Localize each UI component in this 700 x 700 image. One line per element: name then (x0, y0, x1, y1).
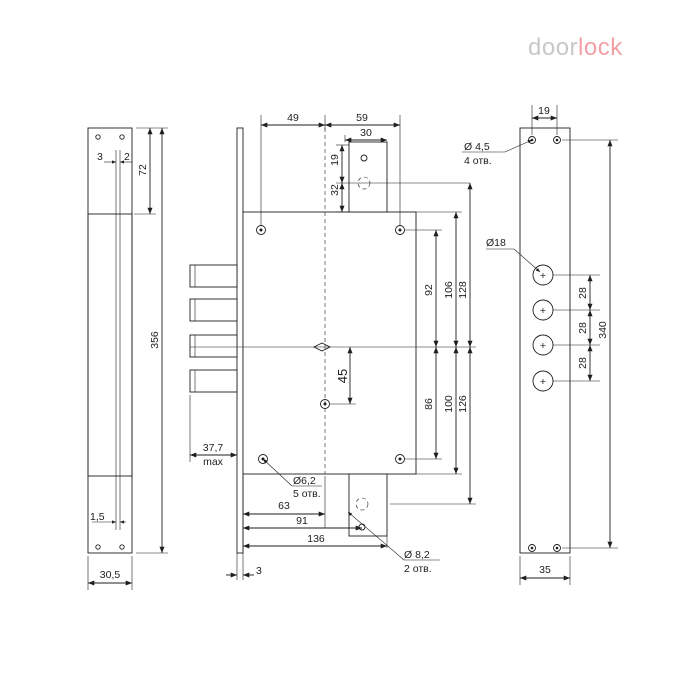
svg-text:+: + (540, 340, 546, 352)
striker-dim-28-a: 28 (577, 287, 589, 299)
hole-8-2-count: 2 отв. (404, 563, 432, 575)
dim-3-bottom: 3 (256, 565, 262, 577)
dim-106: 106 (443, 281, 455, 299)
dim-91: 91 (296, 515, 308, 527)
left-screw-hole (119, 134, 125, 140)
striker-dim-19: 19 (538, 105, 550, 117)
dim-126: 126 (457, 395, 469, 413)
bolt-4 (189, 369, 238, 393)
bolt-2 (189, 298, 238, 322)
logo-part-door: door (528, 34, 579, 61)
striker-dim-28-c: 28 (577, 357, 589, 369)
svg-text:+: + (540, 270, 546, 282)
striker-hole-4-5: Ø 4,5 (464, 141, 490, 153)
dim-2-top: 2 (124, 151, 130, 163)
dim-86: 86 (423, 398, 435, 410)
striker-hole-4-5-count: 4 отв. (464, 155, 492, 167)
dim-1-5: 1,5 (90, 511, 105, 523)
dim-30-5: 30,5 (100, 569, 121, 581)
dim-45: 45 (335, 369, 350, 383)
bolt-1 (189, 264, 238, 288)
right-striker-plate-view: + + + + 19 Ø 4,5 4 отв. Ø18 28 28 28 340 (462, 105, 618, 585)
dim-63: 63 (278, 500, 290, 512)
dim-3-top: 3 (97, 151, 103, 163)
svg-text:+: + (540, 376, 546, 388)
bolt-3 (189, 334, 238, 358)
logo-part-lock: lock (578, 34, 623, 61)
center-lock-body-view: 49 59 30 19 32 92 86 106 100 128 126 45 (189, 112, 476, 580)
lock-case (242, 211, 417, 475)
dim-30: 30 (360, 127, 372, 139)
svg-text:+: + (540, 305, 546, 317)
dim-32: 32 (329, 184, 341, 196)
dim-19-top: 19 (329, 154, 341, 166)
dim-128: 128 (457, 281, 469, 299)
center-faceplate (236, 127, 244, 554)
dim-92: 92 (423, 284, 435, 296)
striker-dia-18: Ø18 (486, 237, 506, 249)
hole-8-2: Ø 8,2 (404, 549, 430, 561)
dim-49: 49 (287, 112, 299, 124)
left-screw-hole (119, 544, 125, 550)
striker-dim-35: 35 (539, 564, 551, 576)
left-screw-hole (95, 544, 101, 550)
hole-6-2: Ø6,2 (293, 475, 316, 487)
dim-136: 136 (307, 533, 325, 545)
striker-dim-340: 340 (597, 321, 609, 339)
left-case-outline (87, 213, 133, 477)
left-faceplate (87, 127, 133, 554)
left-screw-hole (95, 134, 101, 140)
dim-100: 100 (443, 395, 455, 413)
striker-dim-28-b: 28 (577, 322, 589, 334)
left-faceplate-view: 356 72 3 2 1,5 30,5 (87, 127, 168, 590)
doorlock-logo: doorlock (528, 34, 623, 62)
top-tongue (348, 141, 388, 213)
dim-356: 356 (149, 331, 161, 349)
dim-59: 59 (356, 112, 368, 124)
dim-72: 72 (137, 164, 149, 176)
dim-max: max (203, 456, 224, 468)
dim-37-7: 37,7 (203, 442, 224, 454)
tongue-hole-bottom (358, 523, 366, 531)
tongue-hole-top (360, 154, 368, 162)
hole-6-2-count: 5 отв. (293, 488, 321, 500)
